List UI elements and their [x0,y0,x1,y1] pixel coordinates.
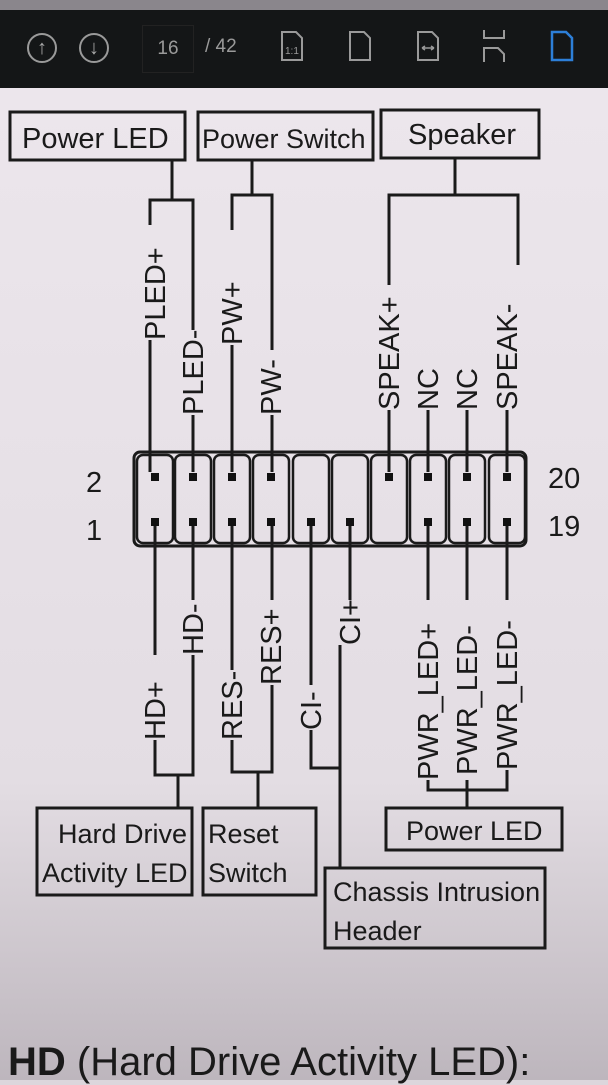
page-number-input[interactable]: 16 [142,25,194,73]
pin-column [251,453,291,545]
pin [228,473,236,481]
pin-column [369,453,409,545]
single-page-icon[interactable] [550,30,574,62]
chassis-label-2: Header [333,916,422,946]
fit-width-icon[interactable] [416,30,440,62]
actual-size-icon[interactable]: 1:1 [280,30,304,62]
power-led-bottom-label: Power LED [406,816,543,846]
chassis-label-1: Chassis Intrusion [333,877,540,907]
bottom-pin-label: RES+ [256,608,288,685]
pin-column [135,453,175,545]
arrow-down-icon: ↓ [89,36,99,59]
pin [267,518,275,526]
pin [307,518,315,526]
pin [385,473,393,481]
pin [267,473,275,481]
total-pages: / 42 [205,36,237,57]
top-pin-label: SPEAK+ [374,296,406,410]
power-switch-label: Power Switch [202,124,366,154]
pin [503,473,511,481]
bottom-pin-label: PWR_LED+ [413,623,445,780]
pin [189,473,197,481]
pin [228,518,236,526]
pin [346,518,354,526]
speaker-label: Speaker [408,119,516,151]
power-switch-box [196,110,375,162]
pin [424,518,432,526]
top-pin-label: PW+ [217,281,249,345]
pin-column [447,453,487,545]
hdd-led-label-1: Hard Drive [58,819,187,849]
bottom-pin-label: CI+ [335,599,367,645]
bottom-pin-label: RES- [217,671,249,740]
reset-label-1: Reset [208,819,279,849]
pin-column [487,453,527,545]
fit-page-icon[interactable] [348,30,372,62]
pin [424,473,432,481]
power-led-box [8,110,187,162]
current-page: 16 [157,38,179,59]
speaker-box [379,108,541,160]
top-pin-label: PW- [256,359,288,415]
pin [151,473,159,481]
pin-20-label: 20 [548,463,580,495]
pin [463,518,471,526]
pin [463,473,471,481]
top-pin-label: NC [413,368,445,410]
pin [503,518,511,526]
pin-column [330,453,370,545]
pin-column [291,453,331,545]
two-page-icon[interactable] [482,30,506,62]
bottom-pin-label: CI- [296,691,328,730]
hdd-led-label-2: Activity LED [42,858,188,888]
reset-label-2: Switch [208,858,288,888]
pin [151,518,159,526]
next-page-button[interactable]: ↓ [79,33,109,63]
row-1-label: 1 [86,515,102,547]
pin-column [212,453,252,545]
power-led-label: Power LED [22,123,169,155]
bottom-pin-label: HD- [178,603,210,655]
pin-column [408,453,448,545]
row-2-label: 2 [86,467,102,499]
heading-bold: HD [8,1040,66,1084]
svg-text:1:1: 1:1 [285,46,299,57]
bottom-pin-label: PWR_LED- [492,620,524,770]
bottom-pin-label: PWR_LED- [452,625,484,775]
top-pin-label: PLED+ [140,247,172,340]
pin-19-label: 19 [548,511,580,543]
top-pin-label: PLED- [178,330,210,415]
bottom-pin-label: HD+ [140,681,172,740]
top-pin-label: SPEAK- [492,304,524,410]
heading-rest: (Hard Drive Activity LED): [65,1040,531,1084]
pin [189,518,197,526]
previous-page-button[interactable]: ↑ [27,33,57,63]
pin-column [173,453,213,545]
arrow-up-icon: ↑ [37,36,47,59]
top-pin-label: NC [452,368,484,410]
section-heading: HD (Hard Drive Activity LED): [8,1040,530,1085]
